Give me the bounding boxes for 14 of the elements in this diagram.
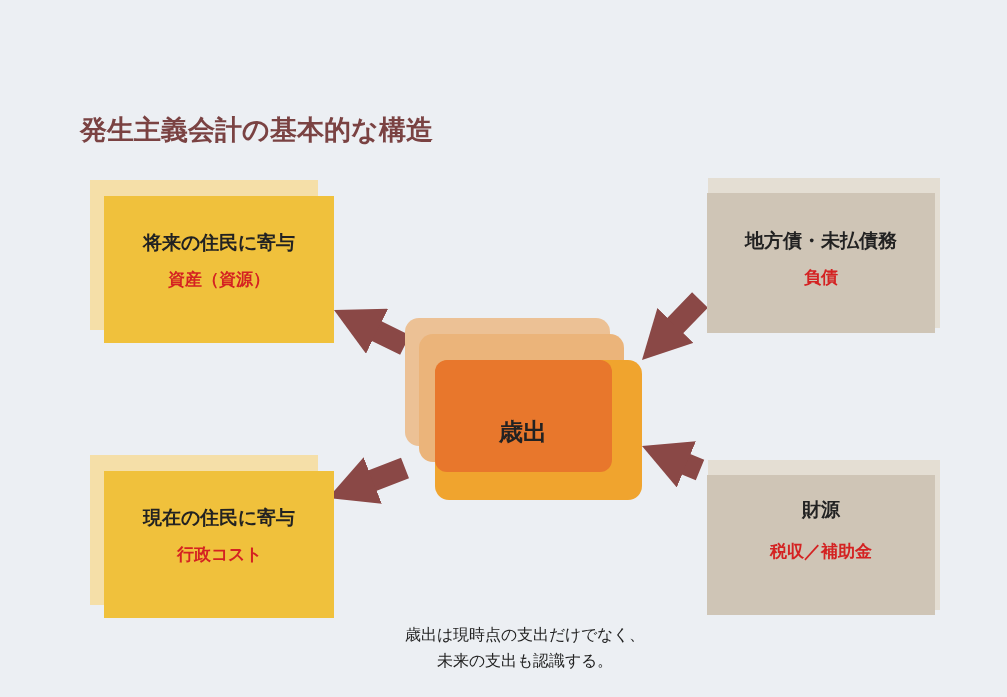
- box-subheading: 行政コスト: [176, 543, 262, 566]
- benefit-box: [90, 180, 334, 343]
- expense-card-stack: [405, 318, 642, 500]
- box-heading: 将来の住民に寄与: [143, 230, 295, 255]
- card-label: 歳出: [499, 417, 547, 448]
- box-subheading: 税収／補助金: [770, 540, 872, 563]
- box-subheading: 負債: [804, 266, 838, 289]
- box-subheading: 資産（資源）: [168, 268, 270, 291]
- box-heading: 地方債・未払債務: [745, 228, 897, 253]
- box-heading: 財源: [802, 497, 840, 522]
- note: 歳出は現時点の支出だけでなく、未来の支出も認識する。: [404, 624, 646, 672]
- benefit-box: [90, 455, 334, 620]
- title: 発生主義会計の基本的な構造: [80, 113, 433, 147]
- box-heading: 現在の住民に寄与: [143, 505, 295, 530]
